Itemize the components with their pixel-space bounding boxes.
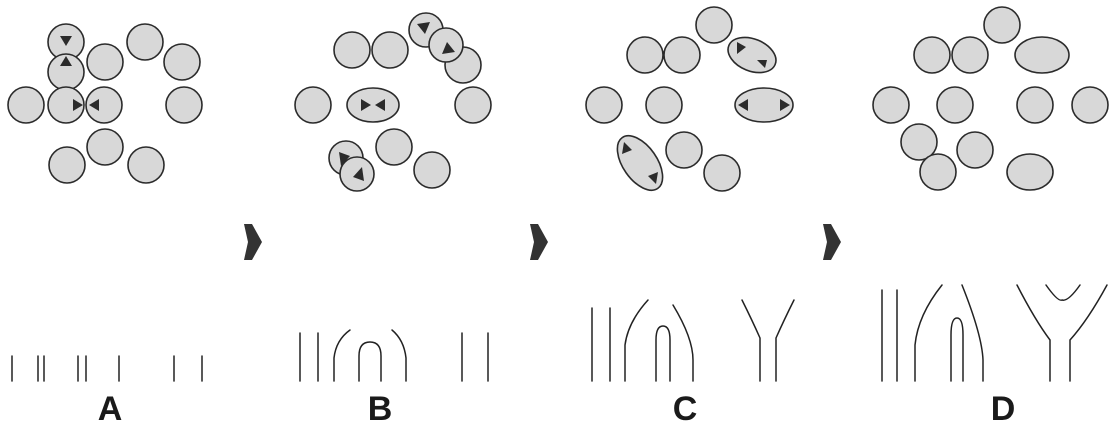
fusion-arrow-icon: [737, 42, 746, 54]
vesicle: [85, 86, 123, 124]
fusion-arrow-icon: [622, 142, 632, 154]
vesicle: [86, 43, 124, 81]
stage-transition-arrow-icon: [823, 224, 841, 260]
fusing-vesicle-pair: [616, 134, 664, 192]
vesicle: [375, 128, 413, 166]
vesicle: [695, 6, 733, 44]
stage-a-vesicles: [7, 23, 203, 184]
vesicle: [163, 43, 201, 81]
vesicle: [951, 36, 989, 74]
fusion-arrow-icon: [361, 99, 371, 111]
fusing-vesicle-pair: [734, 87, 794, 123]
fusion-arrow-icon: [339, 152, 350, 166]
fusion-arrow-icon: [780, 99, 790, 111]
vesicle: [919, 153, 957, 191]
vesicle: [86, 128, 124, 166]
stage-d-vesicles: [872, 6, 1109, 191]
trace-line: [775, 299, 795, 382]
fusion-arrow-icon: [738, 99, 748, 111]
fusion-arrow-icon: [89, 99, 99, 111]
fusion-arrow-icon: [73, 99, 83, 111]
vesicle: [872, 86, 910, 124]
vesicle: [956, 131, 994, 169]
trace-line: [333, 329, 351, 382]
stage-d-traces: [881, 284, 1108, 382]
vesicle: [665, 131, 703, 169]
vesicle: [1071, 86, 1109, 124]
stage-label-a: A: [97, 390, 123, 428]
stage-a-traces: [11, 355, 203, 382]
stage-label-d: D: [990, 390, 1016, 428]
vesicle: [48, 146, 86, 184]
vesicle: [913, 36, 951, 74]
fusion-arrow-icon: [60, 36, 72, 46]
trace-line: [1045, 284, 1081, 301]
fusion-arrow-icon: [60, 56, 72, 66]
trace-line: [950, 317, 964, 382]
trace-line: [655, 325, 671, 382]
vesicle: [936, 86, 974, 124]
fusing-vesicle-pair: [346, 87, 400, 123]
fusion-arrow-icon: [442, 42, 455, 54]
fusion-arrow-icon: [648, 172, 658, 184]
vesicle: [626, 36, 664, 74]
fused-vesicle: [1014, 36, 1070, 74]
vesicle: [47, 86, 85, 124]
fusion-arrow-icon: [417, 22, 430, 34]
vesicle: [413, 151, 451, 189]
vesicle: [454, 86, 492, 124]
vesicle: [645, 86, 683, 124]
fused-vesicle: [1006, 153, 1054, 191]
fusion-arrow-icon: [353, 167, 364, 181]
trace-line: [961, 284, 984, 382]
vesicle: [7, 86, 45, 124]
trace-line: [391, 329, 407, 382]
trace-line: [1016, 284, 1051, 382]
vesicle: [900, 123, 938, 161]
stage-transition-arrow-icon: [244, 224, 262, 260]
vesicle: [663, 36, 701, 74]
fusion-arrow-icon: [375, 99, 385, 111]
trace-line: [672, 304, 694, 382]
stage-transition-arrow-icon: [530, 224, 548, 260]
fusion-arrow-icon: [757, 60, 767, 68]
trace-line: [914, 284, 943, 382]
vesicle: [294, 86, 332, 124]
vesicle: [585, 86, 623, 124]
trace-line: [358, 341, 382, 382]
vesicle: [371, 31, 409, 69]
stage-b-traces: [299, 329, 489, 382]
stage-c-traces: [591, 299, 795, 382]
trace-line: [741, 299, 761, 382]
vesicle: [333, 31, 371, 69]
vesicle: [127, 146, 165, 184]
fusing-vesicle-pair: [727, 36, 777, 74]
trace-line: [624, 299, 649, 382]
vesicle: [165, 86, 203, 124]
vesicle: [126, 23, 164, 61]
stage-label-c: C: [672, 390, 698, 428]
stage-c-vesicles: [585, 6, 794, 192]
vesicle: [703, 154, 741, 192]
vesicle: [1016, 86, 1054, 124]
trace-line: [1069, 284, 1108, 382]
stage-label-b: B: [367, 390, 393, 428]
vesicle: [983, 6, 1021, 44]
stage-b-vesicles: [294, 12, 492, 192]
